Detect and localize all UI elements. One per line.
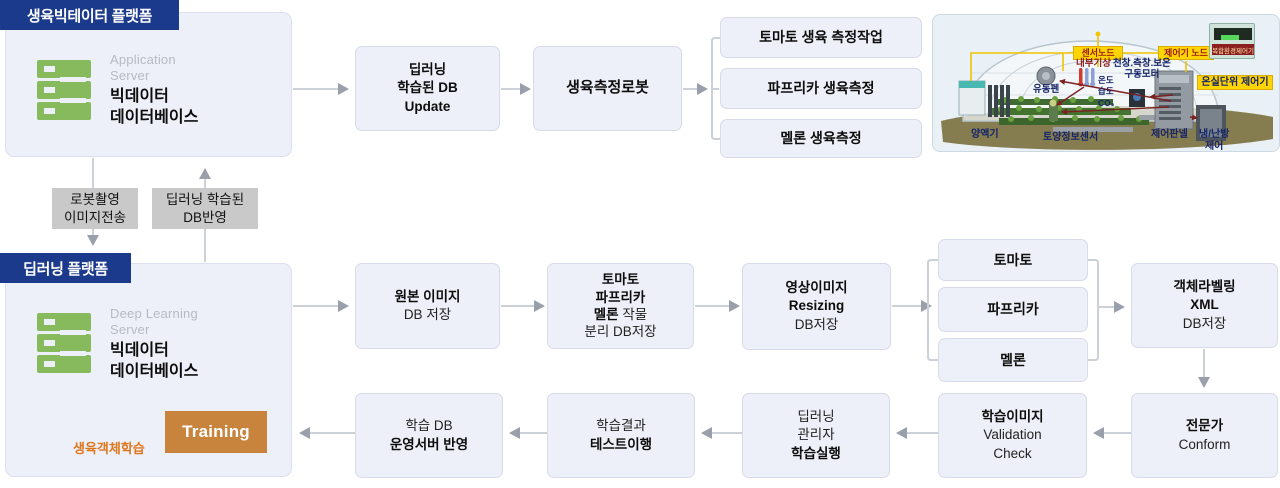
server-stack-icon	[33, 58, 95, 129]
box-line: 객체라벨링	[1173, 279, 1236, 295]
box-line: XML	[1190, 297, 1219, 313]
server-title-line: 빅데이터	[110, 87, 169, 105]
box-line: 멜론	[1000, 351, 1026, 368]
thermometers	[1078, 68, 1096, 87]
training-box: Training	[165, 411, 267, 453]
box-line: 멜론 작물	[593, 307, 648, 322]
flow-box-melon-task: 멜론 생육측정	[720, 119, 922, 158]
growth-object-learning-note: 생육객체학습	[73, 441, 145, 456]
server-type-line: Deep Learning	[110, 306, 198, 321]
box-line: 학습결과	[596, 418, 646, 434]
box-line: 원본 이미지	[394, 288, 461, 304]
growth-bigdata-platform-badge: 생육빅테이터 플랫폼	[0, 0, 179, 30]
box-line: 학습 DB	[405, 418, 453, 434]
box-line: 관리자	[797, 427, 835, 443]
box-line: 운영서버 반영	[389, 436, 469, 452]
deep-learning-server-text: Deep Learning Server 빅데이터 데이터베이스	[110, 306, 198, 382]
unit-controller-label: 온실단위 제어기	[1197, 75, 1273, 90]
sensor-values-label: 온도 습도 CO₂	[1098, 75, 1115, 108]
badge-label: 생육빅테이터 플랫폼	[26, 7, 153, 25]
hvac-label: 냉/난방 제어	[1199, 129, 1230, 152]
server-title-line: 빅데이터	[110, 341, 169, 359]
box-line: 토마토 생육 측정작업	[759, 29, 883, 46]
box-line: DB 저장	[403, 307, 452, 322]
greenhouse-illustration: 센서노드 제어기 노드 온실단위 제어기 복합환경제어기 내부기상 천창.측창.…	[932, 14, 1280, 152]
tag-line: 이미지전송	[63, 209, 127, 225]
deep-learning-platform-badge: 딥러닝 플랫폼	[0, 253, 131, 283]
box-line: 파프리카 생육측정	[767, 80, 875, 97]
box-line: 딥러닝	[408, 62, 447, 78]
server-type-line: Application	[110, 52, 176, 67]
flow-box-object-labeling-xml: 객체라벨링 XML DB저장	[1131, 263, 1278, 348]
box-line: 분리 DB저장	[584, 324, 657, 340]
box-line: DB저장	[1182, 315, 1227, 331]
flow-box-crop-melon: 멜론	[938, 338, 1088, 382]
flow-box-dl-db-update: 딥러닝 학습된 DB Update	[355, 46, 500, 131]
device-screen	[1214, 28, 1252, 40]
box-line: 토마토	[601, 272, 640, 288]
box-line: 학습된 DB	[397, 80, 458, 96]
flow-box-expert-conform: 전문가 Conform	[1131, 393, 1278, 478]
box-line: 학습이미지	[981, 409, 1044, 425]
flow-box-crop-separate-db: 토마토 파프리카 멜론 작물 분리 DB저장	[547, 263, 694, 349]
flow-box-training-run: 딥러닝 관리자 학습실행	[742, 393, 890, 478]
application-server-text: Application Server 빅데이터 데이터베이스	[110, 52, 198, 128]
indoor-weather-label: 내부기상	[1076, 58, 1111, 69]
flow-box-tomato-task: 토마토 생육 측정작업	[720, 17, 922, 58]
soil-sensor-label: 토양정보센서	[1043, 132, 1099, 143]
flow-box-crop-tomato: 토마토	[938, 239, 1088, 281]
fan-label: 유동펜	[1033, 84, 1060, 95]
box-line: Validation	[983, 427, 1042, 443]
server-stack-icon	[33, 311, 95, 382]
server-title-line: 데이터베이스	[110, 362, 199, 380]
training-label: Training	[182, 422, 250, 441]
box-line: 학습실행	[791, 445, 841, 461]
box-line: 멜론 생육측정	[780, 130, 862, 147]
flow-box-deploy-db: 학습 DB 운영서버 반영	[355, 393, 503, 478]
box-line: Update	[404, 98, 451, 114]
tag-line: 로봇촬영	[70, 191, 120, 207]
flow-box-crop-paprika: 파프리카	[938, 287, 1088, 332]
flow-box-original-image: 원본 이미지 DB 저장	[355, 263, 500, 349]
drive-motor	[1129, 89, 1145, 107]
box-line: 파프리카	[595, 289, 646, 305]
box-line: Resizing	[788, 298, 845, 314]
box-line: 파프리카	[987, 301, 1039, 318]
flow-box-test-result: 학습결과 테스트이행	[547, 393, 695, 478]
box-line: 토마토	[993, 251, 1033, 268]
server-type-line: Server	[110, 68, 150, 84]
device-name-band: 복합환경제어기	[1212, 44, 1254, 55]
server-type-line: Server	[110, 322, 150, 338]
box-line: 전문가	[1185, 418, 1224, 434]
tag-line: DB반영	[183, 209, 227, 225]
box-line: DB저장	[794, 316, 839, 332]
badge-label: 딥러닝 플랫폼	[23, 260, 108, 278]
environment-controller-device: 복합환경제어기	[1209, 23, 1255, 59]
box-line: 테스트이행	[589, 436, 653, 452]
box-line: 딥러닝	[797, 409, 835, 425]
box-line: 생육측정로봇	[566, 79, 649, 97]
flow-box-validation-check: 학습이미지 Validation Check	[938, 393, 1087, 478]
tag-line: 딥러닝 학습된	[165, 191, 245, 207]
box-line: 영상이미지	[785, 280, 848, 296]
server-title-line: 데이터베이스	[110, 108, 199, 126]
motor-label: 천창.측창.보온 구동모터	[1113, 58, 1171, 80]
hvac-unit	[1196, 105, 1226, 141]
box-line: Conform	[1178, 436, 1231, 452]
control-signal-arrows	[1056, 78, 1198, 121]
ventilation-fan	[1036, 66, 1056, 86]
sensor-node-label: 센서노드	[1073, 46, 1123, 60]
flow-box-paprika-task: 파프리카 생육측정	[720, 68, 922, 109]
nutrient-label: 양액기	[971, 129, 999, 140]
trained-db-apply-tag: 딥러닝 학습된 DB반영	[152, 188, 258, 229]
control-panel-label: 제어판넬	[1151, 129, 1188, 140]
greenhouse-scene	[941, 31, 1273, 150]
soil-sensor-figure	[1049, 99, 1058, 121]
robot-image-transfer-tag: 로봇촬영 이미지전송	[52, 188, 138, 229]
flow-box-growth-robot: 생육측정로봇	[533, 46, 682, 131]
nutrient-machine	[958, 80, 1010, 117]
flow-box-image-resizing: 영상이미지 Resizing DB저장	[742, 263, 891, 350]
box-line: Check	[993, 445, 1032, 461]
